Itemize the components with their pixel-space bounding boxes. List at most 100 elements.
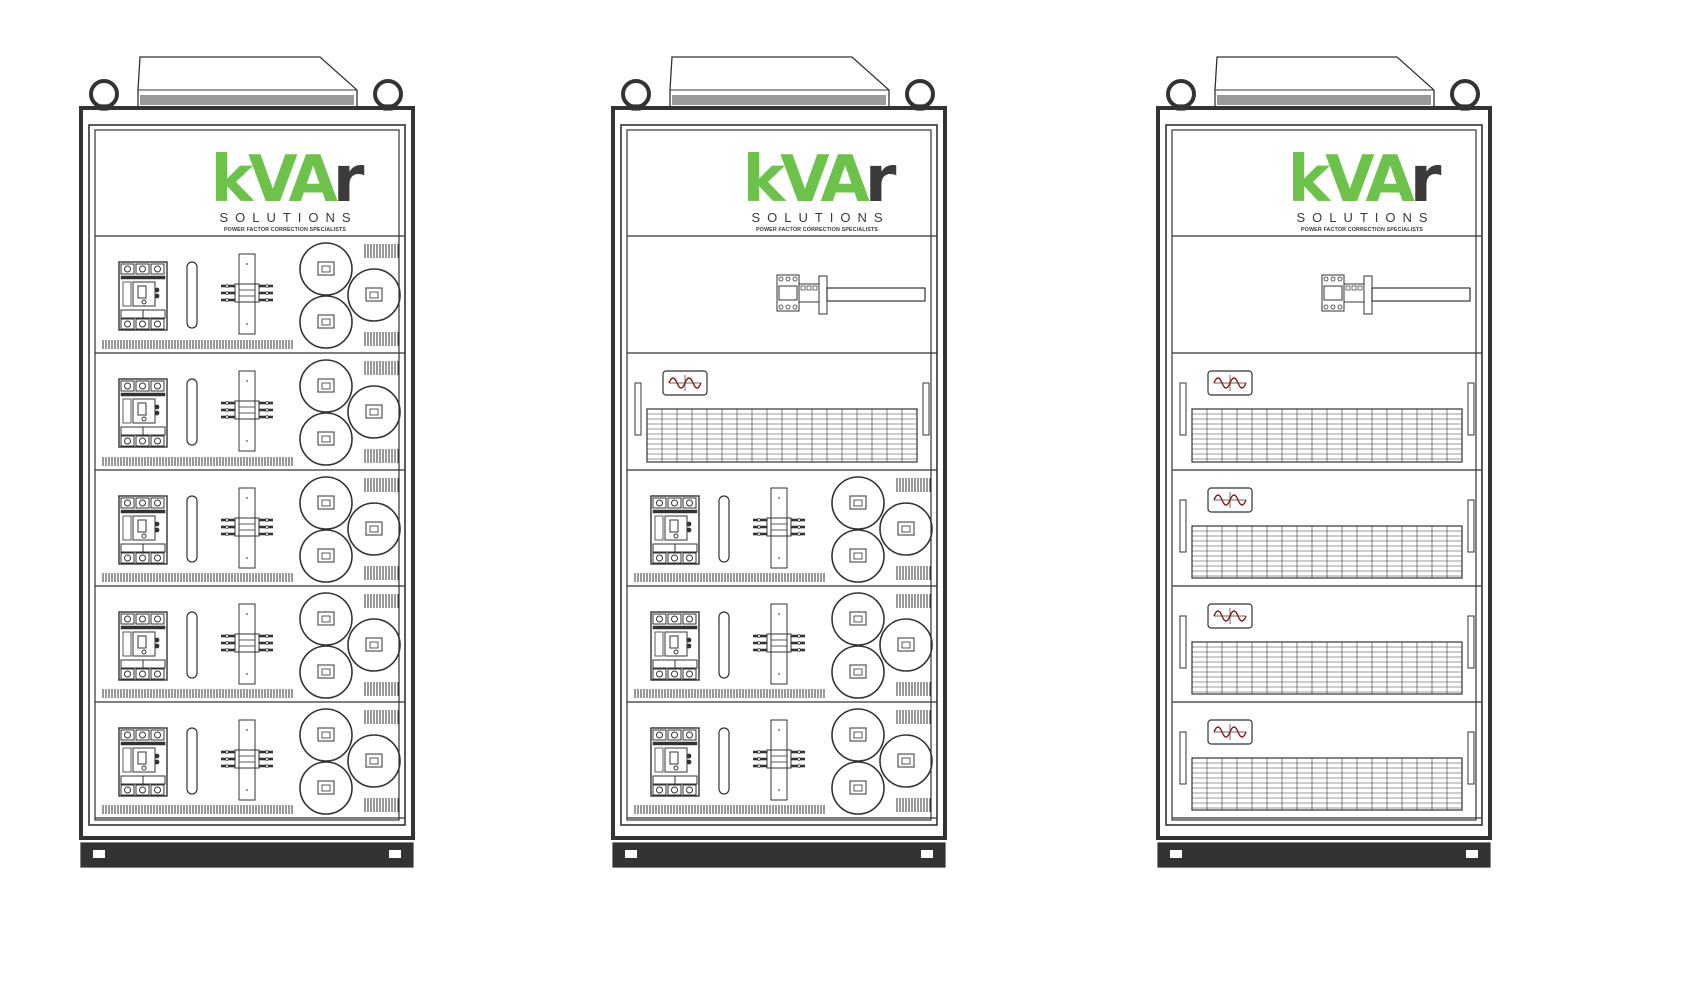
- plinth: [80, 842, 414, 868]
- logo-tagline: POWER FACTOR CORRECTION SPECIALISTS: [755, 227, 878, 233]
- vent-slots: [896, 594, 931, 608]
- logo-k: k: [1287, 143, 1331, 217]
- kvar-logo: kVAr SOLUTIONS POWER FACTOR CORRECTION S…: [1152, 148, 1572, 233]
- louvre-grille: [1191, 641, 1463, 695]
- sine-wave-icon: [1213, 726, 1247, 738]
- breaker: [118, 261, 168, 331]
- vent-slots: [364, 244, 399, 258]
- logo-subtitle: SOLUTIONS: [751, 210, 890, 225]
- breaker: [118, 495, 168, 565]
- capacitor: [831, 529, 885, 583]
- capacitor: [299, 645, 353, 699]
- logo-subtitle: SOLUTIONS: [1296, 210, 1435, 225]
- plinth: [1157, 842, 1491, 868]
- capacitor: [879, 618, 933, 672]
- capacitor: [347, 734, 401, 788]
- capacitor: [879, 734, 933, 788]
- capacitor: [831, 761, 885, 815]
- louvre-grille: [1191, 757, 1463, 811]
- lifting-eye: [1450, 79, 1480, 111]
- vent-slots: [102, 457, 293, 466]
- cabinet-2: kVAr SOLUTIONS POWER FACTOR CORRECTION S…: [607, 0, 1027, 1000]
- logo-tagline: POWER FACTOR CORRECTION SPECIALISTS: [223, 227, 346, 233]
- breaker: [118, 611, 168, 681]
- capacitor: [299, 359, 353, 413]
- lifting-eye: [621, 79, 651, 111]
- vent-slots: [364, 478, 399, 492]
- vent-slots: [634, 689, 825, 698]
- cabinet-1: kVAr SOLUTIONS POWER FACTOR CORRECTION S…: [75, 0, 495, 1000]
- contactor: [221, 370, 273, 452]
- vent-slots: [364, 332, 399, 346]
- capacitor-step-module: [102, 359, 401, 466]
- vent-slots: [364, 566, 399, 580]
- vent-slots: [364, 449, 399, 463]
- isolator-switch-module: [1321, 274, 1471, 315]
- cabinet-3: kVAr SOLUTIONS POWER FACTOR CORRECTION S…: [1152, 0, 1572, 1000]
- capacitor-step-module: [102, 242, 401, 349]
- louvre-grille: [1191, 525, 1463, 579]
- logo-wordmark: kVAr: [607, 148, 1027, 212]
- vent-slots: [634, 805, 825, 814]
- logo-va: VA: [1325, 143, 1415, 217]
- sine-wave-icon: [1213, 610, 1247, 622]
- capacitor: [299, 761, 353, 815]
- cabinet-drawing: [1156, 56, 1492, 868]
- vent-slots: [102, 340, 293, 349]
- breaker: [650, 727, 700, 797]
- sine-wave-icon: [668, 377, 702, 389]
- capacitor-step-module: [102, 708, 401, 815]
- capacitor: [299, 708, 353, 762]
- roof-canopy: [669, 56, 890, 109]
- capacitor: [347, 502, 401, 556]
- roof-canopy: [137, 56, 358, 109]
- capacitor: [879, 502, 933, 556]
- reactor-module: [1179, 487, 1475, 579]
- capacitor: [831, 708, 885, 762]
- contactor: [753, 603, 805, 685]
- vent-slots: [896, 566, 931, 580]
- plinth: [612, 842, 946, 868]
- logo-va: VA: [248, 143, 338, 217]
- logo-va: VA: [780, 143, 870, 217]
- breaker: [650, 611, 700, 681]
- vent-slots: [896, 682, 931, 696]
- capacitor: [831, 645, 885, 699]
- louvre-grille: [646, 408, 918, 463]
- vent-slots: [896, 478, 931, 492]
- vent-slots: [896, 798, 931, 812]
- capacitor: [299, 242, 353, 296]
- contactor: [221, 719, 273, 801]
- capacitor: [831, 476, 885, 530]
- capacitor-step-module: [102, 592, 401, 699]
- vent-slots: [364, 594, 399, 608]
- cabinet-drawing: [611, 56, 947, 868]
- vent-slots: [634, 573, 825, 582]
- vent-slots: [364, 798, 399, 812]
- capacitor-step-module: [634, 708, 933, 815]
- roof-canopy: [1214, 56, 1435, 109]
- logo-wordmark: kVAr: [1152, 148, 1572, 212]
- logo-r: r: [864, 143, 896, 217]
- vent-slots: [364, 710, 399, 724]
- reactor-module: [1179, 603, 1475, 695]
- capacitor: [299, 412, 353, 466]
- contactor: [753, 719, 805, 801]
- capacitor: [299, 476, 353, 530]
- breaker: [118, 378, 168, 448]
- reactor-module: [1179, 370, 1475, 463]
- cabinet-drawing: [79, 56, 415, 868]
- vent-slots: [102, 573, 293, 582]
- reactor-module: [634, 370, 930, 463]
- capacitor: [347, 618, 401, 672]
- isolator-switch-module: [776, 274, 926, 315]
- sine-wave-icon: [1213, 377, 1247, 389]
- sine-wave-icon: [1213, 494, 1247, 506]
- vent-slots: [896, 710, 931, 724]
- kvar-logo: kVAr SOLUTIONS POWER FACTOR CORRECTION S…: [607, 148, 1027, 233]
- vent-slots: [364, 682, 399, 696]
- breaker: [118, 727, 168, 797]
- lifting-eye: [89, 79, 119, 111]
- logo-r: r: [1409, 143, 1441, 217]
- logo-k: k: [742, 143, 786, 217]
